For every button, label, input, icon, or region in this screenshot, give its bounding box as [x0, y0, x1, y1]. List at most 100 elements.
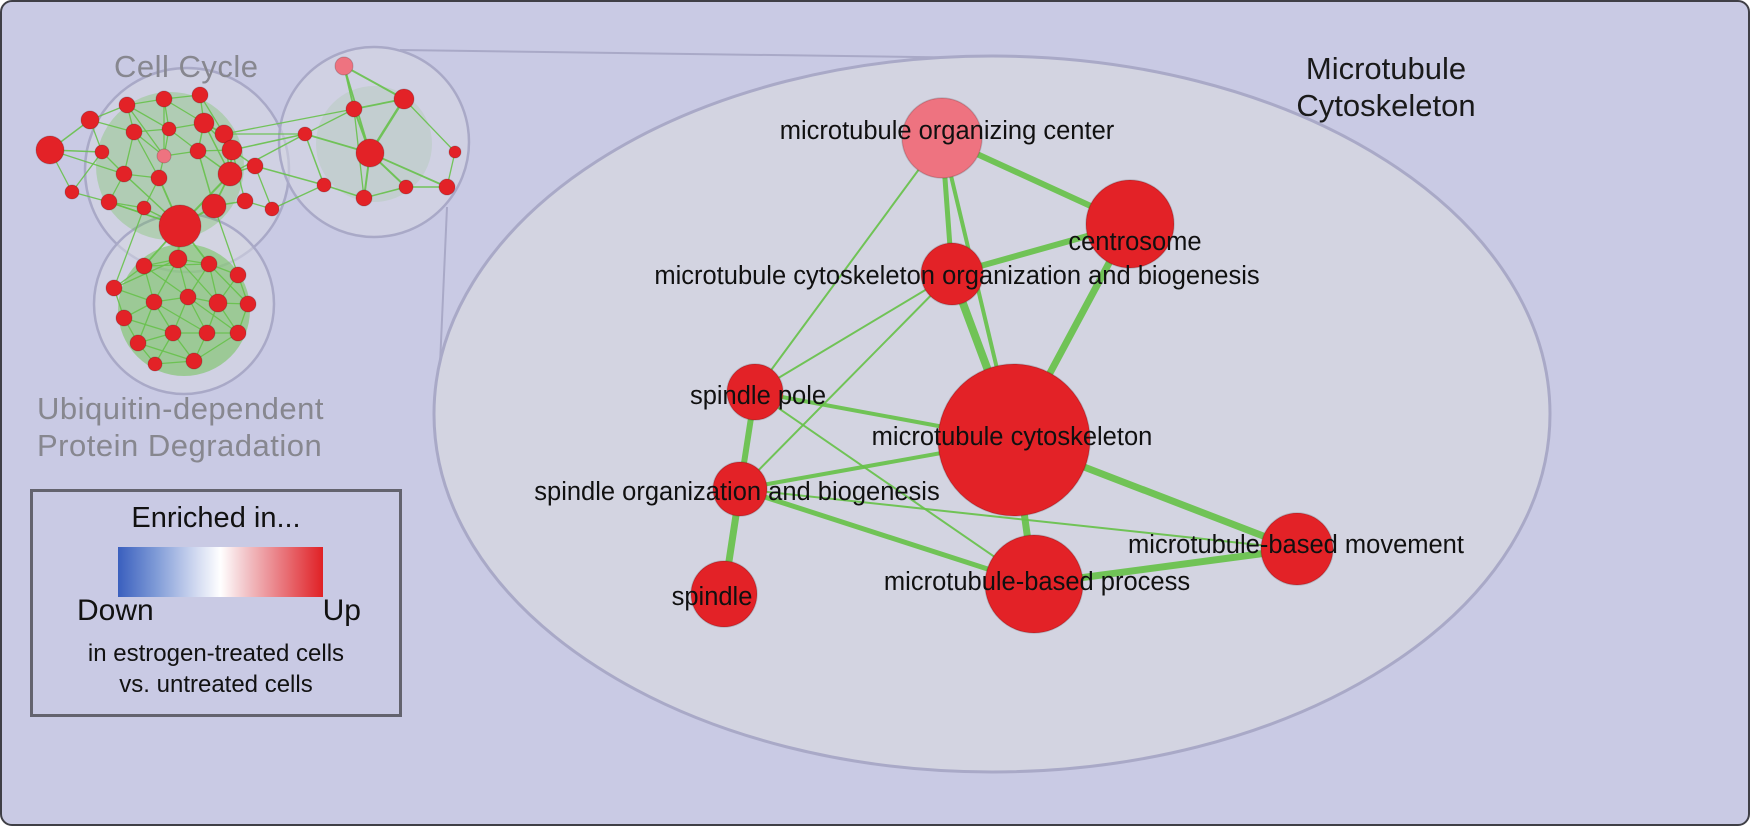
legend-down-label: Down — [77, 594, 154, 627]
overview-node[interactable] — [438, 178, 456, 196]
overview-node[interactable] — [334, 56, 354, 76]
zoom-node-label-centrosome: centrosome — [1068, 228, 1201, 256]
edge-density-haze — [118, 244, 250, 376]
zoom-node-label-microtubule-based-movement: microtubule-based movement — [1128, 531, 1464, 559]
overview-node[interactable] — [393, 88, 415, 110]
overview-edge — [187, 296, 239, 334]
overview-node[interactable] — [214, 124, 234, 144]
overview-node[interactable] — [246, 157, 264, 175]
overview-edge — [213, 205, 239, 276]
overview-node[interactable] — [191, 86, 209, 104]
magnifier-line — [399, 49, 988, 59]
overview-edge — [254, 165, 325, 186]
overview-node[interactable] — [147, 356, 163, 372]
overview-edge — [369, 152, 448, 188]
overview-edge — [403, 98, 456, 153]
zoom-node-label-spindle-organization-and-biogenesis: spindle organization and biogenesis — [534, 478, 939, 506]
zoom-node-microtubule-organizing-center[interactable] — [901, 97, 983, 179]
overview-node[interactable] — [201, 193, 227, 219]
overview-node[interactable] — [239, 295, 257, 313]
overview-node[interactable] — [35, 135, 65, 165]
overview-node[interactable] — [129, 334, 147, 352]
zoom-node-spindle[interactable] — [690, 560, 758, 628]
overview-node[interactable] — [185, 352, 203, 370]
overview-node[interactable] — [198, 324, 216, 342]
overview-node[interactable] — [355, 189, 373, 207]
overview-node[interactable] — [355, 138, 385, 168]
overview-edge — [133, 131, 160, 179]
overview-node[interactable] — [161, 121, 177, 137]
zoom-edge — [754, 391, 1035, 585]
overview-node[interactable] — [448, 145, 462, 159]
overview-node[interactable] — [145, 293, 163, 311]
overview-edge — [231, 133, 306, 151]
overview-edge — [123, 317, 174, 334]
zoom-node-centrosome[interactable] — [1085, 179, 1175, 269]
overview-edge — [343, 65, 405, 100]
overview-node[interactable] — [100, 193, 118, 211]
overview-node[interactable] — [136, 200, 152, 216]
overview-node[interactable] — [200, 255, 218, 273]
overview-edge — [126, 104, 170, 130]
zoom-node-spindle-pole[interactable] — [726, 363, 784, 421]
legend: Enriched in... Down Up in estrogen-treat… — [30, 489, 402, 717]
overview-node[interactable] — [125, 123, 143, 141]
overview-edge — [153, 301, 208, 334]
zoom-node-spindle-organization-and-biogenesis[interactable] — [712, 461, 768, 517]
overview-edge — [304, 108, 355, 135]
overview-node[interactable] — [316, 177, 332, 193]
legend-title: Enriched in... — [131, 502, 301, 534]
overview-node[interactable] — [217, 161, 243, 187]
overview-edge — [229, 133, 306, 175]
zoom-node-microtubule-cytoskeleton-organization-and-biogenesis[interactable] — [920, 242, 984, 306]
zoom-node-microtubule-based-process[interactable] — [984, 534, 1084, 634]
overview-node[interactable] — [264, 201, 280, 217]
overview-node[interactable] — [115, 309, 133, 327]
overview-node[interactable] — [297, 126, 313, 142]
overview-node[interactable] — [105, 279, 123, 297]
zoom-node-label-spindle-pole: spindle pole — [690, 382, 826, 410]
zoom-edge — [754, 137, 943, 393]
overview-node[interactable] — [229, 266, 247, 284]
zoom-edge — [737, 486, 1037, 587]
overview-node[interactable] — [158, 204, 202, 248]
overview-node[interactable] — [236, 192, 254, 210]
overview-node[interactable] — [150, 169, 168, 187]
zoom-node-label-microtubule-organizing-center: microtubule organizing center — [780, 117, 1115, 145]
zoom-node-microtubule-based-movement[interactable] — [1260, 512, 1334, 586]
legend-caption: in estrogen-treated cells vs. untreated … — [33, 638, 399, 700]
overview-node[interactable] — [80, 110, 100, 130]
overview-edge — [126, 104, 165, 157]
zoom-node-label-spindle: spindle — [672, 583, 753, 611]
overview-node[interactable] — [398, 179, 414, 195]
zoom-node-label-microtubule-cytoskeleton: microtubule cytoskeleton — [872, 423, 1153, 451]
zoom-node-microtubule-cytoskeleton[interactable] — [937, 363, 1091, 517]
overview-node[interactable] — [156, 148, 172, 164]
legend-caption-line2: vs. untreated cells — [119, 671, 313, 698]
legend-up-label: Up — [322, 594, 361, 627]
overview-node[interactable] — [64, 184, 80, 200]
overview-node[interactable] — [135, 257, 153, 275]
overview-node[interactable] — [221, 139, 243, 161]
overview-node[interactable] — [155, 90, 173, 108]
overview-node[interactable] — [345, 100, 363, 118]
overview-node[interactable] — [168, 249, 188, 269]
overview-node[interactable] — [164, 324, 182, 342]
overview-node[interactable] — [193, 112, 215, 134]
overview-node[interactable] — [94, 144, 110, 160]
overview-node[interactable] — [118, 96, 136, 114]
overview-edge — [304, 133, 325, 186]
overview-node[interactable] — [179, 288, 197, 306]
overview-edge — [208, 263, 249, 305]
zoom-edge — [754, 273, 953, 393]
overview-edge — [113, 207, 145, 289]
overview-edge — [271, 184, 325, 210]
overview-edge — [193, 332, 239, 362]
overview-node[interactable] — [229, 324, 247, 342]
overview-node[interactable] — [189, 142, 207, 160]
zoom-edge — [739, 273, 953, 490]
overview-node[interactable] — [115, 165, 133, 183]
overview-node[interactable] — [208, 293, 228, 313]
